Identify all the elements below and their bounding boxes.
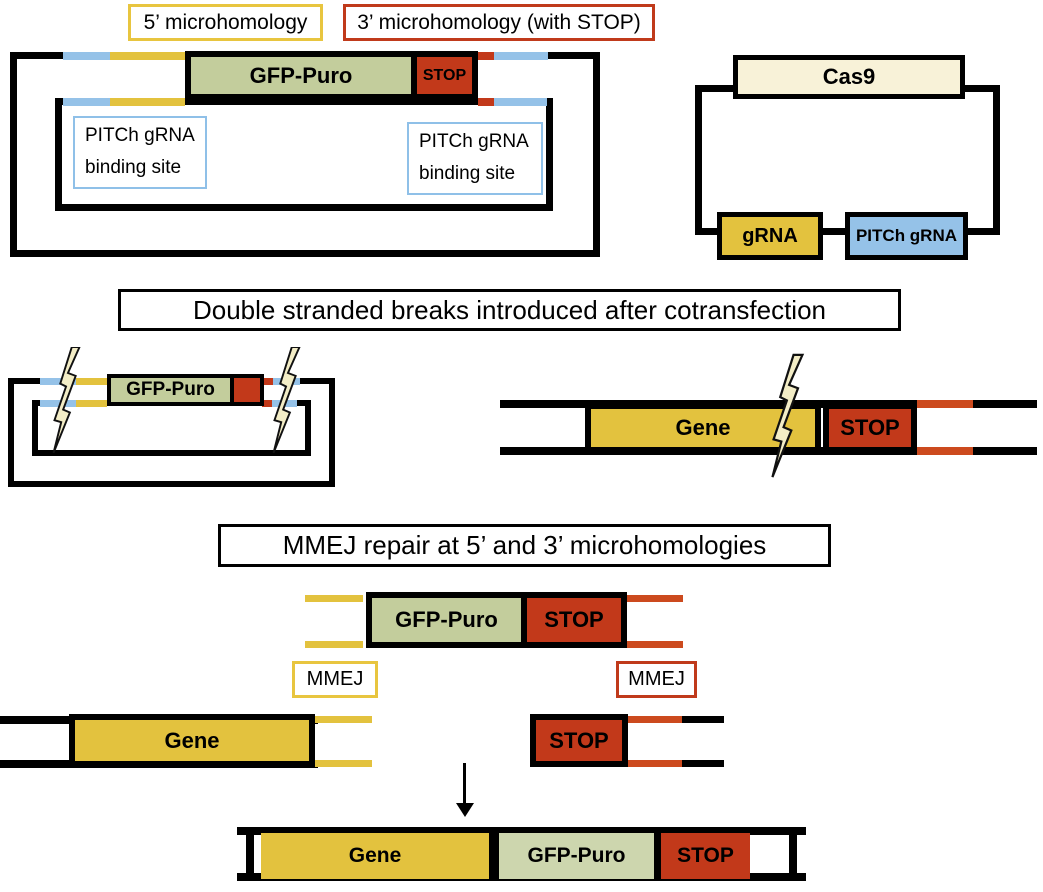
legend-3prime-microhomology: 3’ microhomology (with STOP): [343, 4, 655, 41]
locus-3prime-microhomology-segment: [917, 400, 973, 408]
cut-5prime-microhomology-segment: [76, 400, 107, 407]
final-separator: [654, 833, 661, 879]
fragment-gfp-puro-cassette: GFP-Puro STOP: [366, 592, 627, 648]
donor-gfp-puro-cassette: GFP-Puro STOP: [185, 51, 478, 100]
fragment-5prime-arm: [305, 641, 363, 648]
fragment-5prime-arm: [305, 595, 363, 602]
final-separator: [489, 833, 499, 879]
gene-5prime-microhomology-end: [315, 760, 372, 767]
stop-fragment-top-strand: [682, 716, 724, 723]
cut-5prime-pitch-site-segment: [40, 400, 76, 407]
pitch-grna-binding-site-left: PITCh gRNA binding site: [73, 116, 207, 189]
stop-box: [230, 378, 260, 402]
dna-break-bolt-icon: [272, 347, 301, 453]
donor-3prime-microhomology-segment: [478, 98, 494, 106]
donor-3prime-microhomology-segment: [478, 52, 494, 60]
cut-5prime-pitch-site-segment: [40, 378, 76, 385]
pitch-grna-binding-site-right: PITCh gRNA binding site: [407, 122, 543, 195]
legend-5prime-microhomology: 5’ microhomology: [128, 4, 323, 41]
locus-3prime-microhomology-segment: [917, 447, 973, 455]
step2-banner: MMEJ repair at 5’ and 3’ microhomologies: [218, 524, 831, 567]
pitch-grna-box: PITCh gRNA: [845, 212, 968, 260]
cut-gfp-puro-cassette: GFP-Puro: [107, 374, 264, 406]
result-arrow: [463, 763, 466, 805]
final-left-cap: [246, 827, 254, 881]
cut-3prime-microhomology-segment: [262, 378, 273, 385]
mmej-label-3prime: MMEJ: [616, 661, 697, 698]
stop-box: STOP: [530, 714, 628, 767]
donor-plasmid-inner-ring: [55, 98, 553, 211]
gfp-puro-box: GFP-Puro: [249, 62, 353, 88]
donor-5prime-pitch-site-segment: [63, 52, 110, 60]
stop-box: STOP: [823, 403, 917, 453]
dna-break-bolt-icon: [52, 347, 81, 453]
gfp-puro-box: GFP-Puro: [499, 833, 654, 879]
grna-box: gRNA: [717, 212, 823, 260]
mmej-label-5prime: MMEJ: [292, 661, 378, 698]
final-top-strand: [237, 827, 806, 835]
fragment-3prime-arm: [627, 595, 683, 602]
final-right-cap: [789, 827, 797, 881]
stop-3prime-microhomology-end: [628, 716, 682, 723]
gene-5prime-microhomology-end: [315, 716, 372, 723]
result-arrow-head: [456, 803, 474, 817]
gene-box: Gene: [261, 833, 489, 879]
stop-box: STOP: [661, 833, 750, 879]
step1-banner: Double stranded breaks introduced after …: [118, 289, 901, 331]
donor-3prime-pitch-site-segment: [494, 52, 548, 60]
donor-5prime-microhomology-segment: [110, 98, 185, 106]
cut-3prime-microhomology-segment: [262, 400, 272, 407]
fragment-3prime-arm: [627, 641, 683, 648]
stop-box: STOP: [521, 598, 621, 642]
stop-fragment-bottom-strand: [682, 760, 724, 767]
cas9-box: Cas9: [733, 55, 965, 99]
gene-box: Gene: [69, 714, 315, 767]
dna-break-bolt-icon: [771, 353, 804, 479]
donor-3prime-pitch-site-segment: [494, 98, 547, 106]
donor-5prime-microhomology-segment: [110, 52, 185, 60]
cut-5prime-microhomology-segment: [76, 378, 107, 385]
donor-5prime-pitch-site-segment: [63, 98, 110, 106]
gfp-puro-box: GFP-Puro: [395, 607, 498, 632]
stop-box: STOP: [411, 57, 472, 94]
gfp-puro-box: GFP-Puro: [126, 379, 215, 400]
stop-3prime-microhomology-end: [628, 760, 682, 767]
